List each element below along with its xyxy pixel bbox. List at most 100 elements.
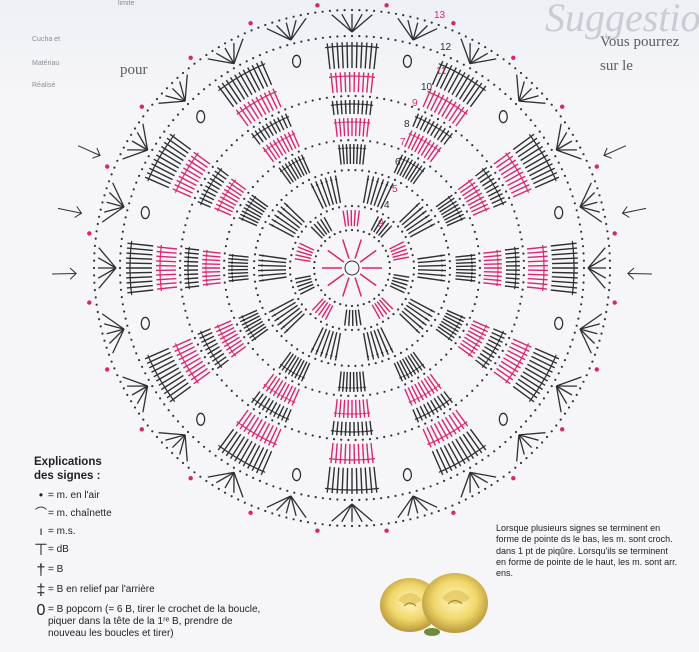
round-6-stitch <box>445 213 465 224</box>
chain-dot <box>456 60 459 63</box>
picot <box>139 104 144 109</box>
round-6-stitch <box>228 278 249 282</box>
chain-dot <box>361 394 365 397</box>
round-8-stitch-bar <box>218 364 223 368</box>
round-5-stitch <box>417 264 447 267</box>
chain-dot <box>261 175 264 178</box>
round-9-stitch-bar <box>459 423 464 428</box>
popcorn-stitch <box>140 316 150 331</box>
round-5-stitch <box>403 210 427 229</box>
round-5-stitch-bar <box>276 215 279 219</box>
round-9-stitch <box>157 246 178 250</box>
chain-dot <box>387 11 390 14</box>
slip-stitch-symbol-icon: ⌒ <box>34 505 47 520</box>
chain-dot <box>550 430 553 433</box>
round-10-stitch-bar <box>464 455 470 460</box>
round-9-stitch-bar <box>507 156 512 161</box>
round-7-stitch-bar <box>412 134 416 138</box>
round-5-stitch <box>258 276 287 282</box>
chain-dot <box>383 97 386 101</box>
chain-dot <box>498 88 501 91</box>
popcorn-stitch <box>291 54 302 68</box>
round-8-stitch <box>284 409 292 423</box>
round-6-stitch <box>401 159 414 178</box>
chain-dot <box>451 504 454 507</box>
chain-dot <box>394 521 398 524</box>
round-8-stitch-bar <box>481 364 486 368</box>
chain-dot <box>426 329 429 333</box>
round-7-stitch-bar <box>426 390 431 394</box>
chain-dot <box>445 180 448 183</box>
round-10-stitch-bar <box>260 469 266 473</box>
chain-dot <box>502 58 505 61</box>
chain-dot <box>404 103 407 106</box>
round-8-stitch-bar <box>218 168 223 172</box>
round-10-stitch-bar <box>553 354 557 360</box>
chain-dot <box>444 26 447 29</box>
round-8-stitch <box>415 115 424 129</box>
chain-dot <box>473 303 476 306</box>
round-5-stitch <box>399 202 421 223</box>
round-7-stitch <box>342 399 346 418</box>
chain-dot <box>380 497 383 500</box>
chain-dot <box>471 309 474 313</box>
chain-dot <box>571 133 575 136</box>
round-10-stitch-bar <box>155 372 160 378</box>
round-6-stitch-bar <box>455 208 459 212</box>
round-7-stitch <box>366 399 370 418</box>
chain-dot <box>485 373 488 376</box>
round-10-stitch-bar <box>230 453 236 458</box>
round-7-stitch <box>202 258 221 262</box>
chain-dot <box>437 220 440 224</box>
round-8-stitch <box>216 359 229 369</box>
legend: Explications des signes : • = m. en l'ai… <box>34 456 264 646</box>
chain-dot <box>423 372 426 375</box>
fan-stitch <box>233 38 244 64</box>
round-7-stitch <box>287 132 297 149</box>
chain-dot <box>440 175 443 178</box>
round-7-stitch <box>272 139 284 156</box>
chain-dot <box>319 213 323 216</box>
arrow-head-icon <box>74 206 83 218</box>
chain-dot <box>388 266 392 270</box>
chain-dot <box>297 103 300 106</box>
chain-dot <box>608 259 612 262</box>
round-8-stitch <box>426 121 435 134</box>
round-9-stitch-bar <box>247 103 253 108</box>
chain-dot <box>217 46 220 49</box>
chain-dot <box>358 498 361 501</box>
chain-dot <box>350 328 354 332</box>
chain-dot <box>314 496 317 499</box>
chain-dot <box>116 374 119 377</box>
chain-dot <box>250 504 253 507</box>
round-6-stitch <box>362 144 366 165</box>
chain-dot <box>571 195 574 198</box>
chain-dot <box>333 300 336 303</box>
chain-dot <box>581 296 584 299</box>
round-6-stitch <box>412 351 426 369</box>
chain-dot <box>223 259 226 262</box>
round-9-stitch-bar <box>447 431 453 435</box>
chain-dot <box>272 48 275 51</box>
round-8-stitch <box>491 331 505 340</box>
round-6-stitch <box>241 315 261 326</box>
fan-stitch <box>579 328 598 335</box>
round-6-stitch-bar <box>249 331 253 335</box>
round-8-stitch <box>261 125 271 139</box>
round-7-stitch <box>228 342 244 355</box>
round-4-stitch <box>378 299 391 313</box>
round-5-stitch-bar <box>419 208 422 211</box>
round-10-stitch-bar <box>151 363 155 369</box>
chain-dot <box>200 349 203 352</box>
round-9-stitch-bar <box>236 111 241 115</box>
chain-dot <box>350 228 354 232</box>
chain-dot <box>230 389 233 392</box>
round-10-stitch-bar <box>234 455 240 460</box>
chain-dot <box>314 176 317 179</box>
chain-dot <box>462 63 465 66</box>
chain-dot <box>434 318 437 321</box>
round-10-stitch-bar <box>324 487 331 490</box>
round-8-stitch-bar <box>252 397 256 402</box>
chain-dot <box>345 304 348 307</box>
popcorn-stitch <box>291 468 302 482</box>
